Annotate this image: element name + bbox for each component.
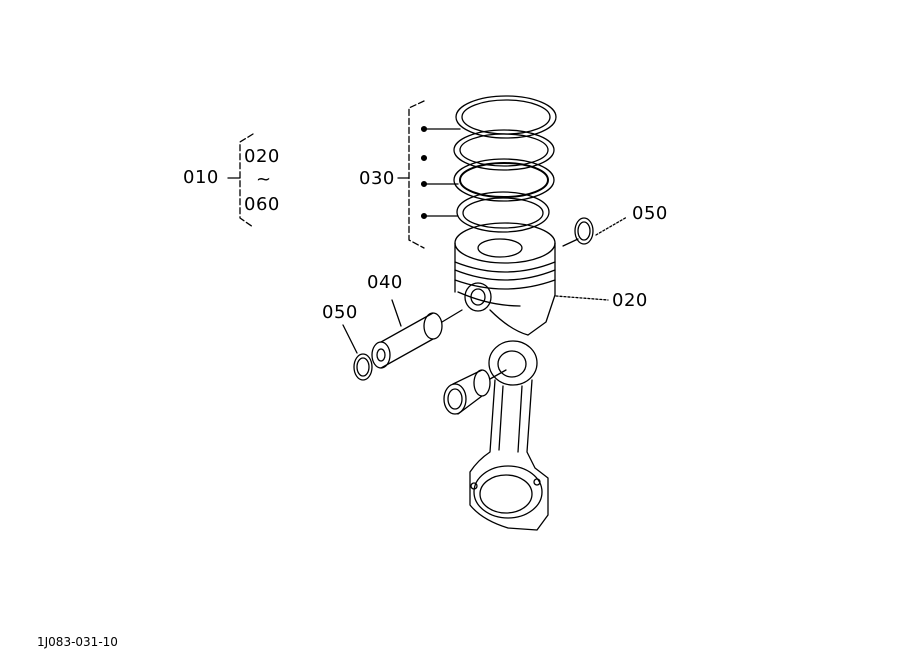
label-assembly: 010 xyxy=(183,167,219,188)
ring-top xyxy=(455,95,557,139)
label-rings: 030 xyxy=(359,168,395,189)
label-pin: 040 xyxy=(367,272,403,293)
ring-set-bracket xyxy=(397,100,461,249)
ring-second xyxy=(453,129,555,171)
connecting-rod xyxy=(469,340,549,531)
leader-lines xyxy=(342,216,628,354)
label-circlip-right: 050 xyxy=(632,203,668,224)
circlip-left xyxy=(353,353,373,381)
ring-oil xyxy=(456,191,550,233)
assembly-range-bracket xyxy=(227,133,254,228)
ring-third xyxy=(453,158,555,202)
label-piston: 020 xyxy=(612,290,648,311)
figure-code: 1J083-031-10 xyxy=(37,635,118,649)
label-range-end: 060 xyxy=(244,194,280,215)
label-range-sep: ~ xyxy=(256,169,272,190)
piston-body xyxy=(454,222,556,336)
piston-pin xyxy=(371,309,463,369)
small-end-bushing xyxy=(443,369,507,415)
piston-rings xyxy=(453,95,557,233)
label-circlip-left: 050 xyxy=(322,302,358,323)
circlip-right xyxy=(562,217,594,247)
label-range-start: 020 xyxy=(244,146,280,167)
